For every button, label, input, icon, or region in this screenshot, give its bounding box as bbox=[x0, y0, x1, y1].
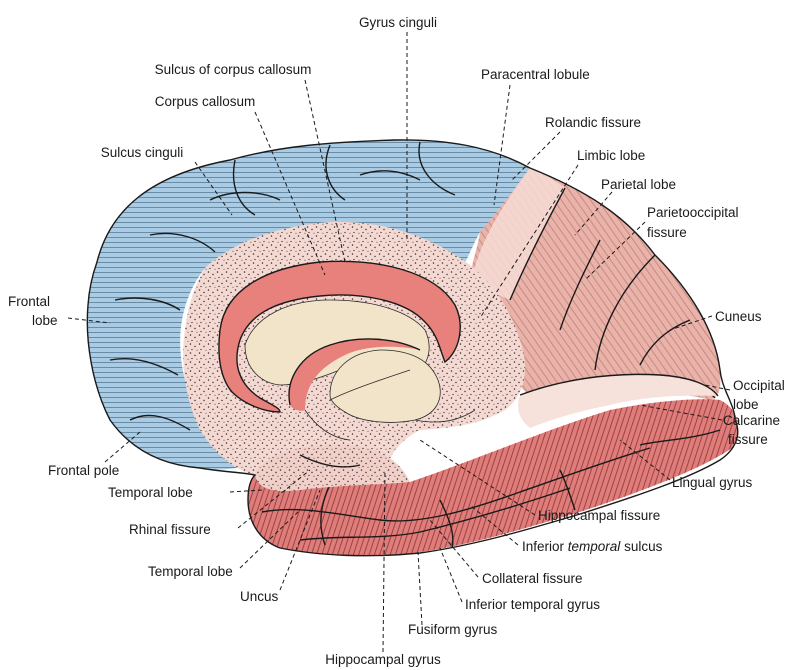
label-temporal-lobe-upper: Temporal lobe bbox=[108, 485, 193, 500]
label-inferior-temporal-sulcus-c: sulcus bbox=[620, 539, 662, 554]
label-calcarine-line1: Calcarine bbox=[723, 413, 780, 428]
label-hippocampal-gyrus: Hippocampal gyrus bbox=[325, 652, 441, 667]
label-frontal-pole: Frontal pole bbox=[48, 463, 119, 478]
leader-inferior-temporal-gyrus bbox=[440, 548, 462, 602]
leader-fusiform-gyrus bbox=[418, 552, 422, 625]
label-uncus: Uncus bbox=[240, 589, 279, 604]
label-paracentral-lobule: Paracentral lobule bbox=[481, 67, 590, 82]
label-rhinal-fissure: Rhinal fissure bbox=[129, 522, 211, 537]
label-parietooccipital-line1: Parietooccipital bbox=[647, 205, 739, 220]
label-parietooccipital-line2: fissure bbox=[647, 225, 687, 240]
label-occipital-lobe-line2: lobe bbox=[733, 397, 759, 412]
label-collateral-fissure: Collateral fissure bbox=[482, 571, 583, 586]
label-cuneus: Cuneus bbox=[715, 309, 762, 324]
label-fusiform-gyrus: Fusiform gyrus bbox=[408, 622, 498, 637]
label-frontal-lobe-line2: lobe bbox=[32, 313, 58, 328]
label-lingual-gyrus: Lingual gyrus bbox=[672, 475, 753, 490]
label-frontal-lobe-line1: Frontal bbox=[8, 294, 50, 309]
label-limbic-lobe: Limbic lobe bbox=[577, 148, 645, 163]
label-rolandic-fissure: Rolandic fissure bbox=[545, 115, 641, 130]
label-inferior-temporal-sulcus-b: temporal bbox=[568, 539, 622, 554]
label-corpus-callosum: Corpus callosum bbox=[155, 94, 256, 109]
label-hippocampal-fissure: Hippocampal fissure bbox=[538, 508, 660, 523]
label-calcarine-line2: fissure bbox=[728, 432, 768, 447]
label-inferior-temporal-sulcus-a: Inferior bbox=[522, 539, 568, 554]
label-occipital-lobe-line1: Occipital bbox=[733, 378, 785, 393]
label-sulcus-cinguli: Sulcus cinguli bbox=[101, 145, 184, 160]
label-inferior-temporal-sulcus: Inferior temporal sulcus bbox=[522, 539, 663, 554]
label-sulcus-corpus-callosum: Sulcus of corpus callosum bbox=[155, 62, 312, 77]
label-parietal-lobe: Parietal lobe bbox=[601, 177, 676, 192]
label-temporal-lobe-lower: Temporal lobe bbox=[148, 564, 233, 579]
label-gyrus-cinguli: Gyrus cinguli bbox=[359, 15, 437, 30]
label-inferior-temporal-gyrus: Inferior temporal gyrus bbox=[465, 597, 600, 612]
